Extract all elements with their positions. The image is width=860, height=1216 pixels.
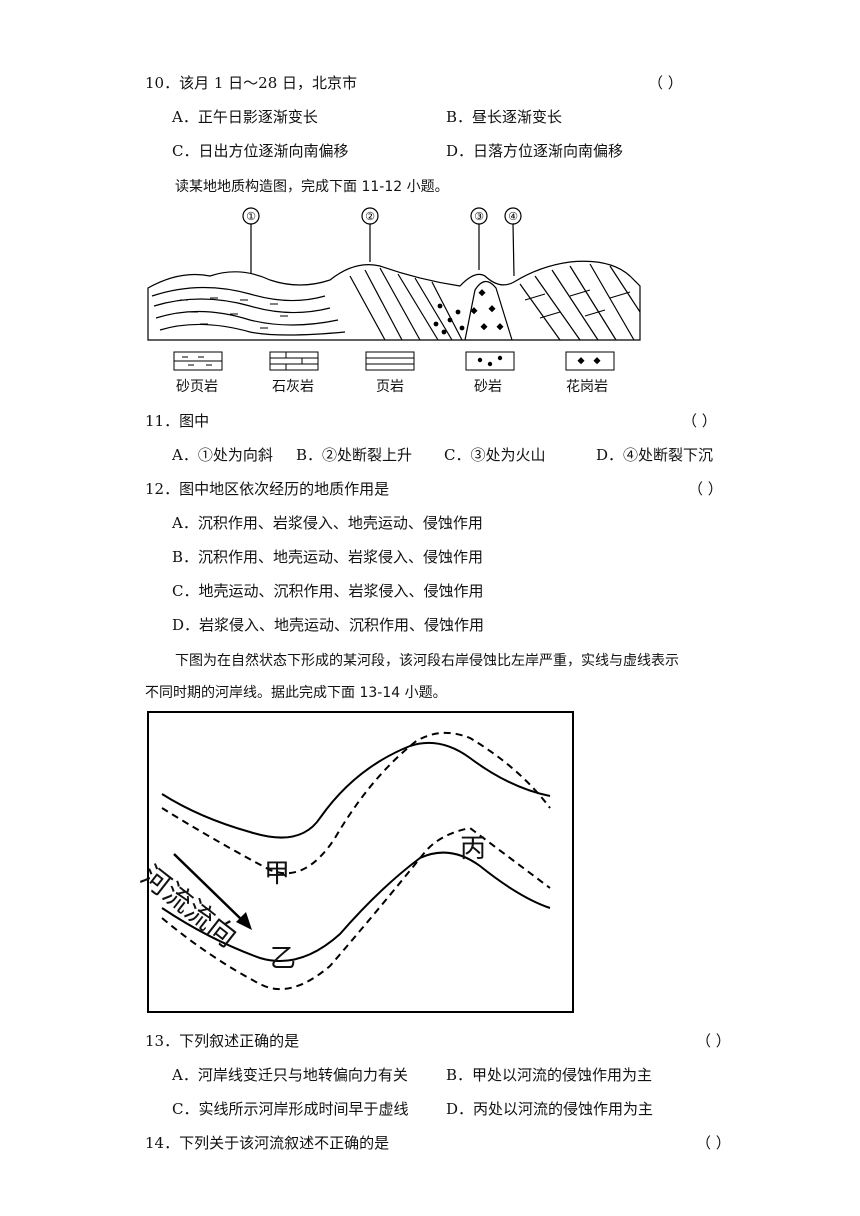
q10-option-c: C．日出方位逐渐向南偏移	[172, 142, 349, 160]
q12-option-a: A．沉积作用、岩浆侵入、地壳运动、侵蚀作用	[172, 514, 483, 532]
q13-option-a: A．河岸线变迁只与地转偏向力有关	[172, 1066, 408, 1084]
river-diagram	[147, 711, 574, 1013]
legend	[173, 351, 615, 371]
flow-arrow-head	[236, 912, 252, 930]
q11-stem: 11．图中	[145, 412, 210, 430]
q13-option-d: D．丙处以河流的侵蚀作用为主	[446, 1100, 654, 1118]
q11-option-c: C．③处为火山	[444, 446, 546, 464]
geology-diagram: ① ② ③ ④	[147, 207, 641, 371]
marker-1: ①	[242, 207, 260, 280]
intro-11-12: 读某地地质构造图，完成下面 11-12 小题。	[175, 179, 449, 195]
q13-stem: 13．下列叙述正确的是	[145, 1032, 300, 1050]
marker-4: ④	[504, 207, 522, 277]
q10-option-a: A．正午日影逐渐变长	[172, 108, 318, 126]
lower-bank-dashed	[161, 826, 551, 991]
legend-granite: 花岗岩	[566, 379, 608, 395]
q12-option-c: C．地壳运动、沉积作用、岩浆侵入、侵蚀作用	[172, 582, 484, 600]
granite-diamonds	[470, 289, 504, 331]
legend-sandstone: 砂岩	[474, 379, 502, 395]
legend-limestone: 石灰岩	[272, 379, 314, 395]
label-bing: 丙	[460, 834, 487, 864]
q12-stem: 12．图中地区依次经历的地质作用是	[145, 480, 390, 498]
q12-answer-paren: （ ）	[688, 480, 723, 498]
svg-text:②: ②	[365, 210, 375, 223]
q12-option-b: B．沉积作用、地壳运动、岩浆侵入、侵蚀作用	[172, 548, 484, 566]
sandstone-dots	[433, 303, 465, 335]
q13-option-c: C．实线所示河岸形成时间早于虚线	[172, 1100, 409, 1118]
legend-sandy-shale: 砂页岩	[176, 379, 218, 395]
upper-bank-dashed	[161, 731, 551, 875]
q13-option-b: B．甲处以河流的侵蚀作用为主	[446, 1066, 653, 1084]
flow-arrow	[173, 853, 245, 923]
q10-stem: 10．该月 1 日～28 日，北京市	[145, 74, 358, 92]
cross-section	[147, 260, 641, 341]
q11-answer-paren: （ ）	[682, 412, 717, 430]
marker-2: ②	[361, 207, 379, 262]
q10-answer-paren: （ ）	[648, 74, 683, 92]
q11-option-a: A．①处为向斜	[172, 446, 273, 464]
svg-text:④: ④	[508, 210, 518, 223]
intro-13-14-line2: 不同时期的河岸线。据此完成下面 13-14 小题。	[145, 685, 447, 701]
q12-option-d: D．岩浆侵入、地壳运动、沉积作用、侵蚀作用	[172, 616, 485, 634]
q10-option-d: D．日落方位逐渐向南偏移	[446, 142, 624, 160]
svg-text:③: ③	[474, 210, 484, 223]
q11-option-d: D．④处断裂下沉	[596, 446, 714, 464]
legend-shale: 页岩	[376, 379, 404, 395]
svg-text:①: ①	[246, 210, 256, 223]
lower-bank-solid	[161, 851, 551, 962]
q14-stem: 14．下列关于该河流叙述不正确的是	[145, 1134, 390, 1152]
q11-option-b: B．②处断裂上升	[296, 446, 413, 464]
label-yi: 乙	[270, 944, 297, 974]
upper-bank-solid	[161, 741, 551, 839]
intro-13-14-line1: 下图为在自然状态下形成的某河段，该河段右岸侵蚀比左岸严重，实线与虚线表示	[175, 653, 679, 669]
q13-answer-paren: （ ）	[696, 1032, 731, 1050]
q10-option-b: B．昼长逐渐变长	[446, 108, 563, 126]
label-jia: 甲	[264, 859, 291, 889]
q14-answer-paren: （ ）	[696, 1134, 731, 1152]
marker-3: ③	[470, 207, 488, 270]
